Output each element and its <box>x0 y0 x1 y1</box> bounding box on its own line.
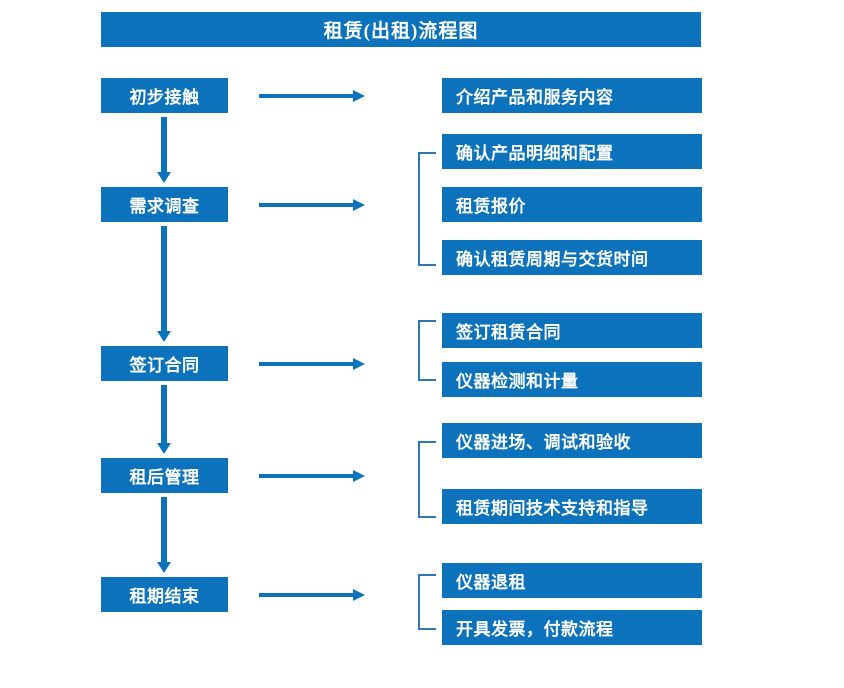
detail-box-2-1[interactable]: 确认产品明细和配置 <box>442 134 702 169</box>
stage-box-2[interactable]: 需求调查 <box>101 187 228 222</box>
down-arrow-icon-2 <box>155 226 173 342</box>
detail-box-3-2[interactable]: 仪器检测和计量 <box>442 362 702 397</box>
detail-box-2-3[interactable]: 确认租赁周期与交货时间 <box>442 240 702 275</box>
detail-box-3-1[interactable]: 签订租赁合同 <box>442 313 702 348</box>
detail-box-1-1[interactable]: 介绍产品和服务内容 <box>442 78 702 113</box>
diagram-title: 租赁(出租)流程图 <box>101 12 701 47</box>
group-bracket-2 <box>418 152 436 266</box>
detail-box-2-2[interactable]: 租赁报价 <box>442 187 702 222</box>
stage-box-3[interactable]: 签订合同 <box>101 346 228 381</box>
right-arrow-icon-5 <box>259 587 365 603</box>
stage-box-5[interactable]: 租期结束 <box>101 577 228 612</box>
right-arrow-icon-4 <box>259 468 365 484</box>
stage-box-1[interactable]: 初步接触 <box>101 78 228 113</box>
down-arrow-icon-1 <box>155 117 173 183</box>
group-bracket-5 <box>418 574 436 630</box>
group-bracket-3 <box>418 320 436 381</box>
detail-box-5-1[interactable]: 仪器退租 <box>442 563 702 598</box>
detail-box-5-2[interactable]: 开具发票，付款流程 <box>442 610 702 645</box>
down-arrow-icon-4 <box>155 497 173 573</box>
stage-box-4[interactable]: 租后管理 <box>101 458 228 493</box>
group-bracket-4 <box>418 441 436 518</box>
detail-box-4-1[interactable]: 仪器进场、调试和验收 <box>442 423 702 458</box>
right-arrow-icon-2 <box>259 197 365 213</box>
right-arrow-icon-1 <box>259 88 365 104</box>
right-arrow-icon-3 <box>259 356 365 372</box>
down-arrow-icon-3 <box>155 385 173 454</box>
detail-box-4-2[interactable]: 租赁期间技术支持和指导 <box>442 489 702 524</box>
